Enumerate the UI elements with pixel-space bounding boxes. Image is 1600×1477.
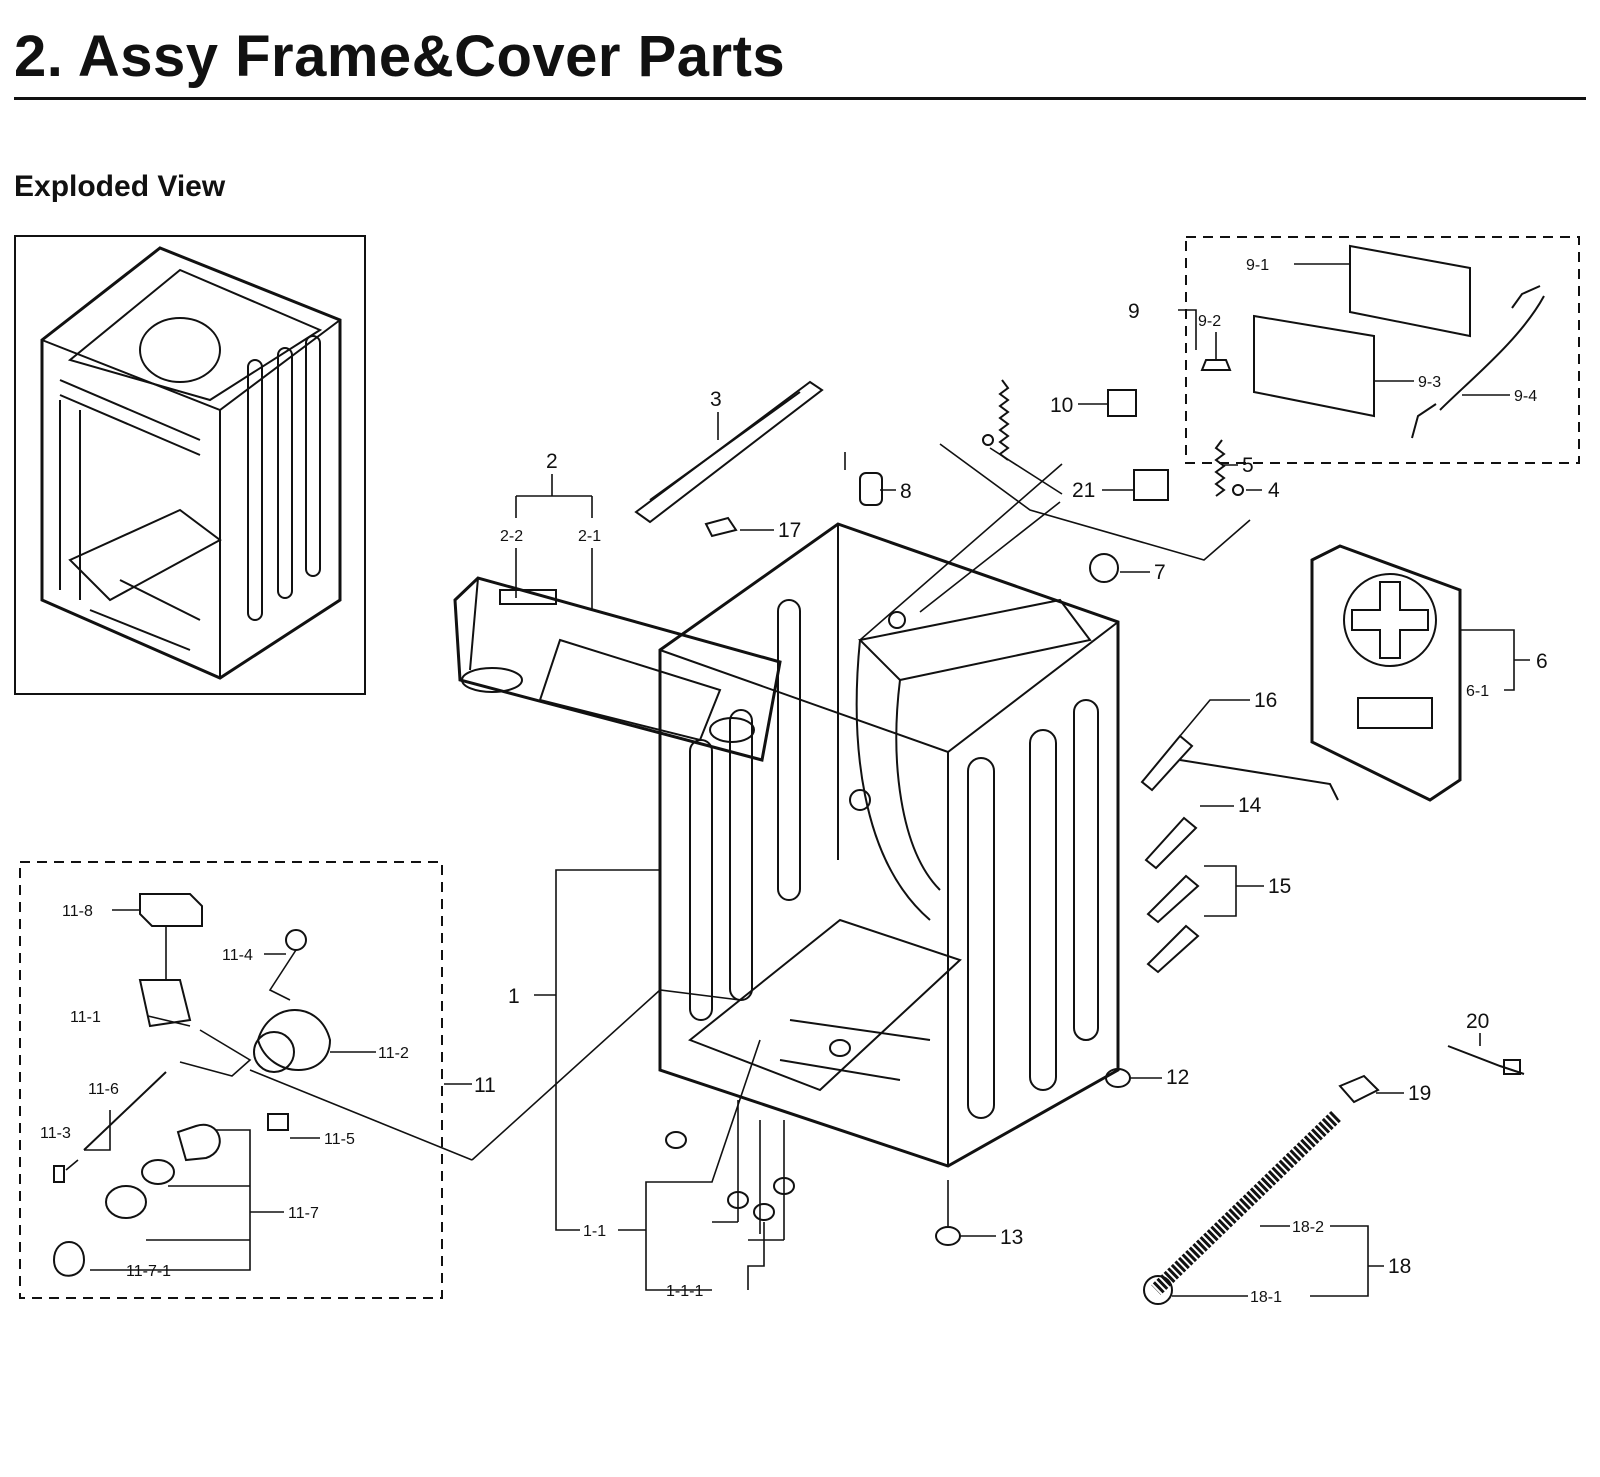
callout-11-8: 11-8 — [62, 903, 93, 920]
callout-11: 11 — [474, 1074, 496, 1097]
filter-11-7 — [176, 1123, 221, 1162]
callout-9: 9 — [1128, 300, 1140, 323]
top-bracket — [634, 380, 824, 524]
bolt-14 — [1144, 816, 1198, 870]
drain-hose-18 — [1151, 1110, 1341, 1296]
part-21 — [1133, 469, 1169, 501]
callout-11-7-1: 11-7-1 — [126, 1263, 171, 1280]
callout-7: 7 — [1154, 561, 1166, 584]
callout-1: 1 — [508, 985, 520, 1008]
rod-11-6 — [83, 1071, 167, 1151]
callout-2: 2 — [546, 450, 558, 473]
callout-8: 8 — [900, 480, 912, 503]
cabinet-frame — [658, 522, 1120, 1168]
power-cord-20 — [1447, 1045, 1525, 1075]
part-10 — [1107, 389, 1137, 417]
callout-19: 19 — [1408, 1082, 1431, 1105]
page-title: 2. Assy Frame&Cover Parts — [14, 24, 786, 89]
leader-lines — [65, 263, 1530, 1297]
callout-1-1-1: 1-1-1 — [666, 1283, 703, 1300]
foot-13 — [935, 1226, 961, 1246]
group-9-box — [1185, 236, 1580, 464]
callout-13: 13 — [1000, 1226, 1023, 1249]
bolt-15a — [1146, 874, 1200, 924]
part-19 — [1338, 1074, 1380, 1104]
callout-14: 14 — [1238, 794, 1262, 817]
callout-18-1: 18-1 — [1250, 1289, 1282, 1306]
callout-18-2: 18-2 — [1292, 1219, 1324, 1236]
callout-1-1: 1-1 — [583, 1223, 606, 1240]
part-11-8 — [139, 893, 203, 927]
bolt-15b — [1146, 924, 1200, 974]
ring-7 — [1089, 553, 1119, 583]
title-underline — [14, 97, 1586, 100]
callout-12: 12 — [1166, 1066, 1189, 1089]
capacitor-8 — [859, 472, 883, 506]
callout-17: 17 — [778, 519, 801, 542]
callout-9-4: 9-4 — [1514, 388, 1537, 405]
rod-16 — [1179, 759, 1339, 801]
callout-9-2: 9-2 — [1198, 313, 1221, 330]
part-11-3 — [53, 1165, 65, 1183]
group-11-box — [19, 861, 443, 1299]
section-subtitle: Exploded View — [14, 170, 226, 203]
callout-11-1: 11-1 — [70, 1009, 101, 1026]
callout-11-3: 11-3 — [40, 1125, 71, 1142]
part-11-5 — [267, 1113, 289, 1131]
callout-5: 5 — [1242, 454, 1254, 477]
callout-4: 4 — [1268, 479, 1280, 502]
callout-6-1: 6-1 — [1466, 683, 1489, 700]
part-9-1 — [1349, 244, 1471, 338]
callout-16: 16 — [1254, 689, 1277, 712]
callout-9-1: 9-1 — [1246, 257, 1269, 274]
callout-11-6: 11-6 — [88, 1081, 119, 1098]
housing-11-2 — [256, 1009, 332, 1071]
assembled-view-inset — [14, 235, 366, 695]
pump-11-1 — [138, 979, 192, 1028]
callout-3: 3 — [710, 388, 722, 411]
part-4 — [1232, 484, 1244, 496]
clip-17 — [704, 516, 738, 538]
callout-11-7: 11-7 — [288, 1205, 319, 1222]
callout-labels: 1 1-1 1-1-1 2 2-1 2-2 3 4 5 6 6-1 7 8 9 … — [40, 257, 1548, 1306]
callout-2-1: 2-1 — [578, 528, 601, 545]
cap-11-7-1 — [52, 1241, 86, 1277]
callout-15: 15 — [1268, 875, 1291, 898]
callout-2-2: 2-2 — [500, 528, 523, 545]
ring-11-4 — [285, 929, 307, 951]
callout-21: 21 — [1072, 479, 1095, 502]
rear-cover-6 — [1310, 544, 1462, 802]
callout-18: 18 — [1388, 1255, 1411, 1278]
callout-9-3: 9-3 — [1418, 374, 1441, 391]
callout-11-4: 11-4 — [222, 947, 253, 964]
callout-10: 10 — [1050, 394, 1073, 417]
control-panel-assy — [453, 576, 782, 762]
callout-6: 6 — [1536, 650, 1548, 673]
part-9-3 — [1253, 314, 1375, 418]
callout-11-2: 11-2 — [378, 1045, 409, 1062]
callout-11-5: 11-5 — [324, 1131, 355, 1148]
spring-upper — [998, 379, 1010, 461]
part-9-2 — [1200, 359, 1232, 371]
harness-9-4 — [1439, 295, 1545, 411]
callout-20: 20 — [1466, 1010, 1489, 1033]
spring-5 — [1214, 439, 1226, 497]
